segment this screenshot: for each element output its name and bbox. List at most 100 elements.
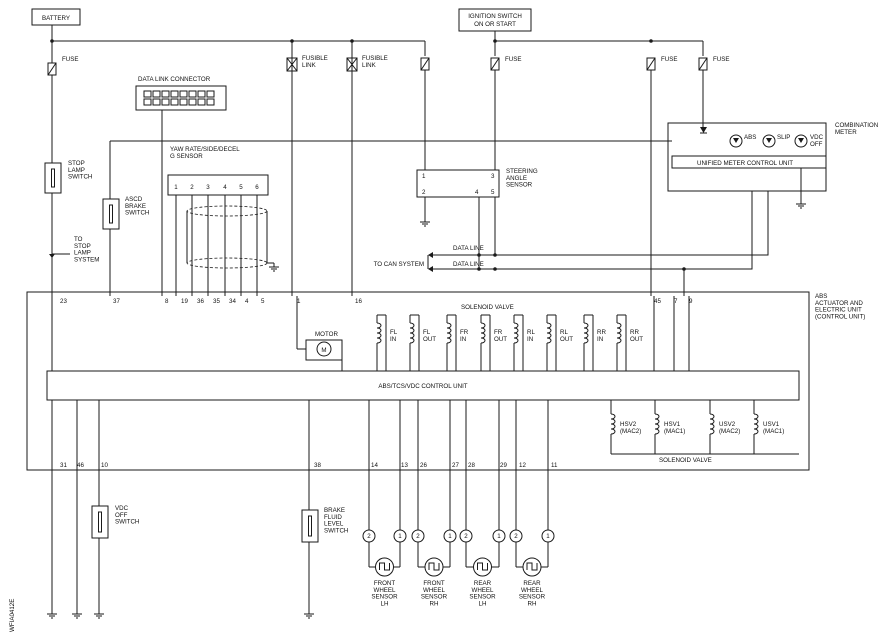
arrow-down-icon xyxy=(49,254,55,258)
valve-label: OUT xyxy=(423,336,436,343)
valve-label: (MAC1) xyxy=(763,428,784,435)
vdc-lamp-label: VDC xyxy=(810,134,824,141)
diode-icon xyxy=(700,127,707,133)
wheel-sensor-label: SENSOR xyxy=(519,594,546,601)
dlc-pin xyxy=(179,98,188,106)
to-stop-lamp-label: TO xyxy=(74,236,83,243)
brake-fluid-label: SWITCH xyxy=(324,527,348,534)
dlc-pin xyxy=(170,98,179,106)
battery-box xyxy=(31,8,81,26)
abs-lamp-label: ABS xyxy=(744,134,756,141)
data-line-label: DATA LINE xyxy=(453,245,484,252)
fuse-label: FUSE xyxy=(505,56,522,63)
dlc-pin xyxy=(170,90,179,98)
top-pin-label: 37 xyxy=(113,298,120,305)
valve-label: USV1 xyxy=(763,421,780,428)
combination-meter-label: METER xyxy=(835,129,857,136)
ascd-label: ASCD xyxy=(125,196,143,203)
valve-label: HSV2 xyxy=(620,421,637,428)
valve-label: IN xyxy=(597,336,603,343)
top-pin-label: 19 xyxy=(181,298,188,305)
sensor-pin-label: 2 xyxy=(416,533,420,540)
dlc-pin xyxy=(206,98,215,106)
dlc-pin xyxy=(188,90,197,98)
motor-symbol: M xyxy=(321,347,326,354)
can-wire xyxy=(479,170,753,270)
ascd-label: SWITCH xyxy=(125,210,149,217)
solenoid-coil xyxy=(480,322,486,344)
sensor-pin-label: 1 xyxy=(497,533,501,540)
valve-label: (MAC2) xyxy=(620,428,641,435)
bottom-pin-label: 31 xyxy=(60,462,67,469)
bottom-pin-label: 12 xyxy=(519,462,526,469)
motor-icon xyxy=(316,341,332,357)
valve-label: RR xyxy=(630,329,639,336)
solenoid-coil xyxy=(513,322,519,344)
wheel-sensor-label: REAR xyxy=(474,580,492,587)
steering-pin-label: 1 xyxy=(422,173,426,180)
dlc-pin xyxy=(188,98,197,106)
fuse-label: FUSE xyxy=(62,56,79,63)
solenoid-coil xyxy=(709,413,715,435)
brake-fluid-label: LEVEL xyxy=(324,521,344,528)
brake-fluid-label: FLUID xyxy=(324,514,342,521)
valve-label: FR xyxy=(494,329,503,336)
wheel-sensor-label: WHEEL xyxy=(521,587,544,594)
valve-label: (MAC1) xyxy=(664,428,685,435)
solenoid-coil xyxy=(583,322,589,344)
top-pin-label: 9 xyxy=(689,298,693,305)
top-pin-label: 4 xyxy=(245,298,249,305)
combination-meter-label: COMBINATION xyxy=(835,122,878,129)
to-stop-lamp-label: SYSTEM xyxy=(74,256,99,263)
steering-label: STEERING xyxy=(506,168,538,175)
yaw-sensor-box xyxy=(167,174,269,196)
solenoid-coil xyxy=(654,413,660,435)
dlc-pin xyxy=(161,98,170,106)
dlc-pin xyxy=(206,90,215,98)
dlc-label: DATA LINK CONNECTOR xyxy=(138,76,211,83)
ascd-label: BRAKE xyxy=(125,203,146,210)
data-line-label: DATA LINE xyxy=(453,261,484,268)
lamp-diode xyxy=(733,138,739,143)
wheel-sensor-label: SENSOR xyxy=(421,594,448,601)
motor-label: MOTOR xyxy=(315,331,338,338)
to-stop-lamp-label: LAMP xyxy=(74,250,91,257)
top-pin-label: 8 xyxy=(165,298,169,305)
valve-label: IN xyxy=(390,336,396,343)
sensor-wave xyxy=(428,562,440,571)
fusible-label: LINK xyxy=(302,62,317,69)
can-wire xyxy=(495,170,769,256)
steering-label: ANGLE xyxy=(506,175,527,182)
solenoid-coil xyxy=(616,322,622,344)
top-pin-label: 36 xyxy=(197,298,204,305)
top-pin-label: 45 xyxy=(654,298,661,305)
figure-code: WFIA0412E xyxy=(9,599,16,632)
yaw-label: YAW RATE/SIDE/DECEL xyxy=(170,146,240,153)
bottom-pin-label: 14 xyxy=(371,462,378,469)
bottom-pin-label: 28 xyxy=(468,462,475,469)
valve-label: RR xyxy=(597,329,606,336)
arrow-left-icon xyxy=(428,266,433,272)
valve-label: RL xyxy=(560,329,568,336)
steering-pin-label: 4 xyxy=(475,189,479,196)
wheel-sensor-label: RH xyxy=(430,600,439,607)
wheel-sensor-label: FRONT xyxy=(374,580,396,587)
sensor-wave xyxy=(526,562,538,571)
valve-label: OUT xyxy=(630,336,643,343)
valve-label: FR xyxy=(460,329,469,336)
slip-lamp-label: SLIP xyxy=(777,134,790,141)
solenoid-coil xyxy=(376,322,382,344)
lamp-diode xyxy=(766,138,772,143)
ignition-label: IGNITION SWITCH xyxy=(468,13,522,20)
bottom-pin-label: 11 xyxy=(551,462,558,469)
switch-contact xyxy=(308,515,312,537)
wheel-sensor-label: LH xyxy=(479,600,487,607)
dlc-pin xyxy=(152,90,161,98)
sensor-pin-label: 2 xyxy=(514,533,518,540)
wheel-sensor-label: SENSOR xyxy=(469,594,496,601)
battery-label: BATTERY xyxy=(42,15,70,22)
solenoid-coil xyxy=(610,413,616,435)
solenoid-coil xyxy=(546,322,552,344)
vdc-off-switch-label: SWITCH xyxy=(115,519,139,526)
